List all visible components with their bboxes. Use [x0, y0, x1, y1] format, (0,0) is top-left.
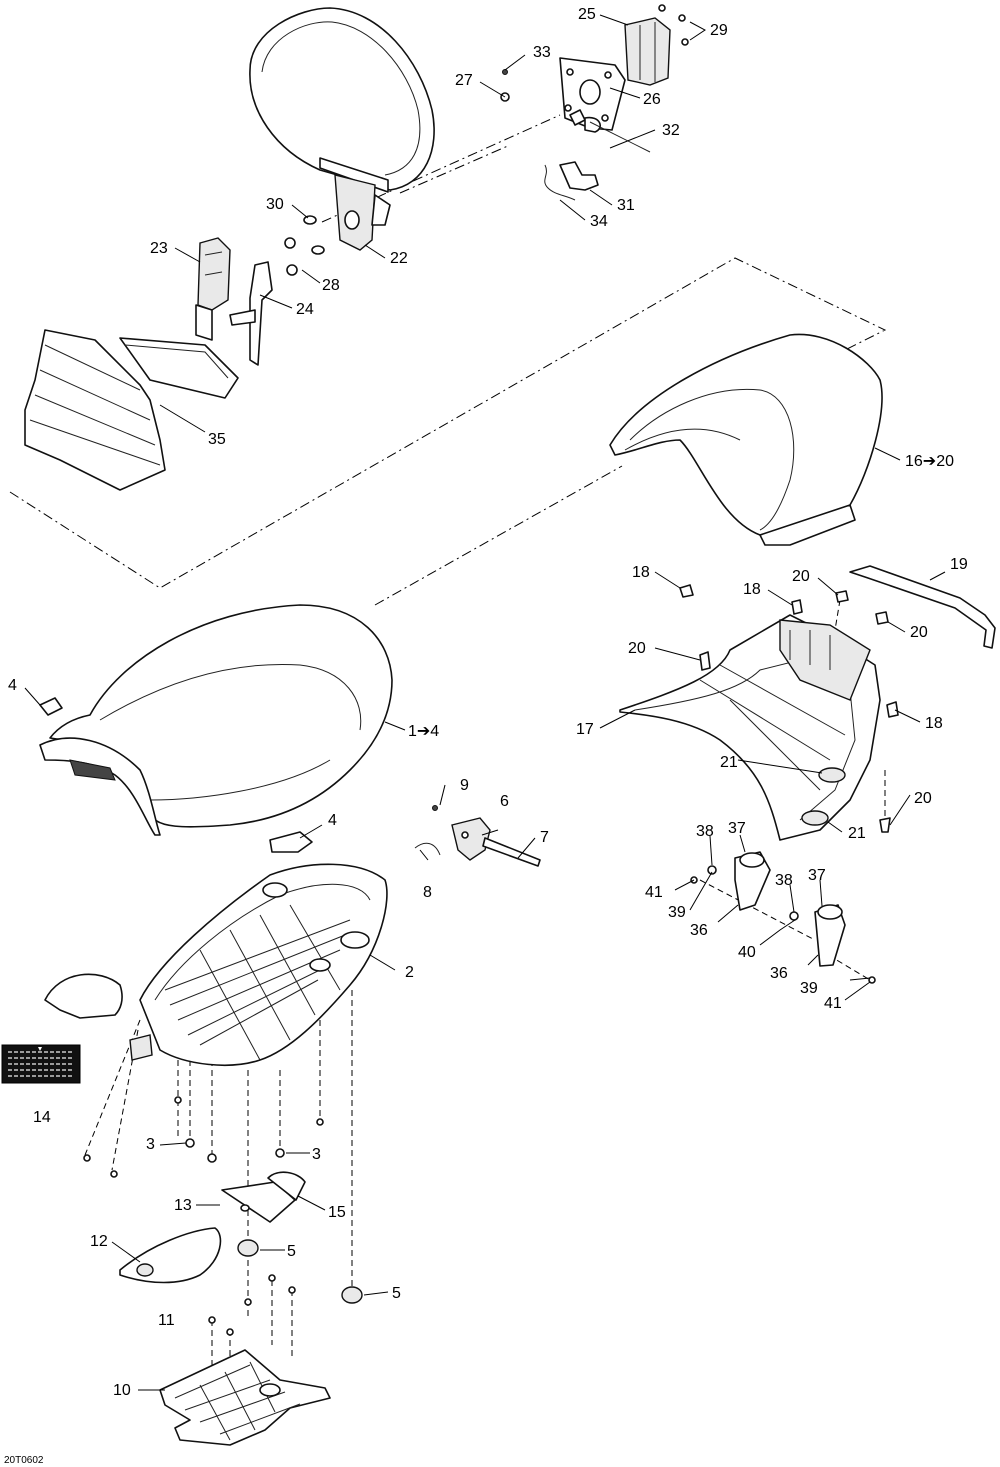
callout-20-d: 20 [914, 790, 932, 807]
callout-23: 23 [150, 240, 168, 257]
callout-38-b: 38 [775, 872, 793, 889]
callout-38-a: 38 [696, 823, 714, 840]
callout-28: 28 [322, 277, 340, 294]
callout-31: 31 [617, 197, 635, 214]
callout-34: 34 [590, 213, 608, 230]
fasteners-30-28 [284, 215, 325, 276]
callout-29: 29 [710, 22, 728, 39]
passenger-seat [609, 333, 883, 546]
callout-33: 33 [533, 44, 551, 61]
callout-27: 27 [455, 72, 473, 89]
seat-clip-4-top [39, 697, 63, 716]
callout-39-b: 39 [800, 980, 818, 997]
callout-1-4: 1➔4 [408, 723, 439, 740]
callout-4-a: 4 [8, 677, 17, 694]
callout-35: 35 [208, 431, 226, 448]
callout-9: 9 [460, 777, 469, 794]
callout-20-a: 20 [792, 568, 810, 585]
callout-25: 25 [578, 6, 596, 23]
callouts: 25 29 33 27 26 32 31 34 30 22 23 28 24 3… [4, 6, 968, 1466]
callout-14: 14 [33, 1109, 51, 1126]
callout-7: 7 [540, 829, 549, 846]
callout-37-a: 37 [728, 820, 746, 837]
callout-20-c: 20 [628, 640, 646, 657]
seat-base [44, 863, 388, 1066]
rack-rod [849, 565, 996, 649]
callout-41-a: 41 [645, 884, 663, 901]
callout-21-b: 21 [848, 825, 866, 842]
callout-36-b: 36 [770, 965, 788, 982]
diagram-code: 20T0602 [4, 1455, 44, 1466]
callout-20-b: 20 [910, 624, 928, 641]
callout-30: 30 [266, 196, 284, 213]
callout-32: 32 [662, 122, 680, 139]
backrest [249, 7, 435, 251]
bracket-23-24 [195, 237, 273, 366]
driver-seat [39, 604, 393, 836]
callout-6: 6 [500, 793, 509, 810]
callout-10: 10 [113, 1382, 131, 1399]
callout-5-a: 5 [287, 1243, 296, 1260]
callout-18-a: 18 [632, 564, 650, 581]
callout-3-a: 3 [146, 1136, 155, 1153]
callout-21-a: 21 [720, 754, 738, 771]
floor-plate [159, 1349, 331, 1446]
seat-latch [269, 805, 541, 867]
callout-18-b: 18 [743, 581, 761, 598]
callout-13: 13 [174, 1197, 192, 1214]
small-parts [83, 1096, 363, 1336]
callout-41-b: 41 [824, 995, 842, 1012]
callout-22: 22 [390, 250, 408, 267]
callout-26: 26 [643, 91, 661, 108]
callout-39-a: 39 [668, 904, 686, 921]
callout-4-b: 4 [328, 812, 337, 829]
callout-37-b: 37 [808, 867, 826, 884]
cushion-block [24, 329, 239, 491]
backrest-bracket-assembly [500, 4, 689, 201]
leader-lines [24, 14, 946, 1391]
rear-rack [619, 614, 881, 841]
callout-3-b: 3 [312, 1146, 321, 1163]
callout-15: 15 [328, 1204, 346, 1221]
callout-2: 2 [405, 964, 414, 981]
callout-17: 17 [576, 721, 594, 738]
warning-label [1, 1044, 81, 1084]
callout-12: 12 [90, 1233, 108, 1250]
callout-8: 8 [423, 884, 432, 901]
callout-36-a: 36 [690, 922, 708, 939]
callout-11: 11 [158, 1312, 175, 1329]
callout-18-c: 18 [925, 715, 943, 732]
callout-19: 19 [950, 556, 968, 573]
tie-down-sockets [690, 851, 876, 984]
callout-24: 24 [296, 301, 314, 318]
callout-16-20: 16➔20 [905, 453, 954, 470]
callout-5-b: 5 [392, 1285, 401, 1302]
callout-40: 40 [738, 944, 756, 961]
